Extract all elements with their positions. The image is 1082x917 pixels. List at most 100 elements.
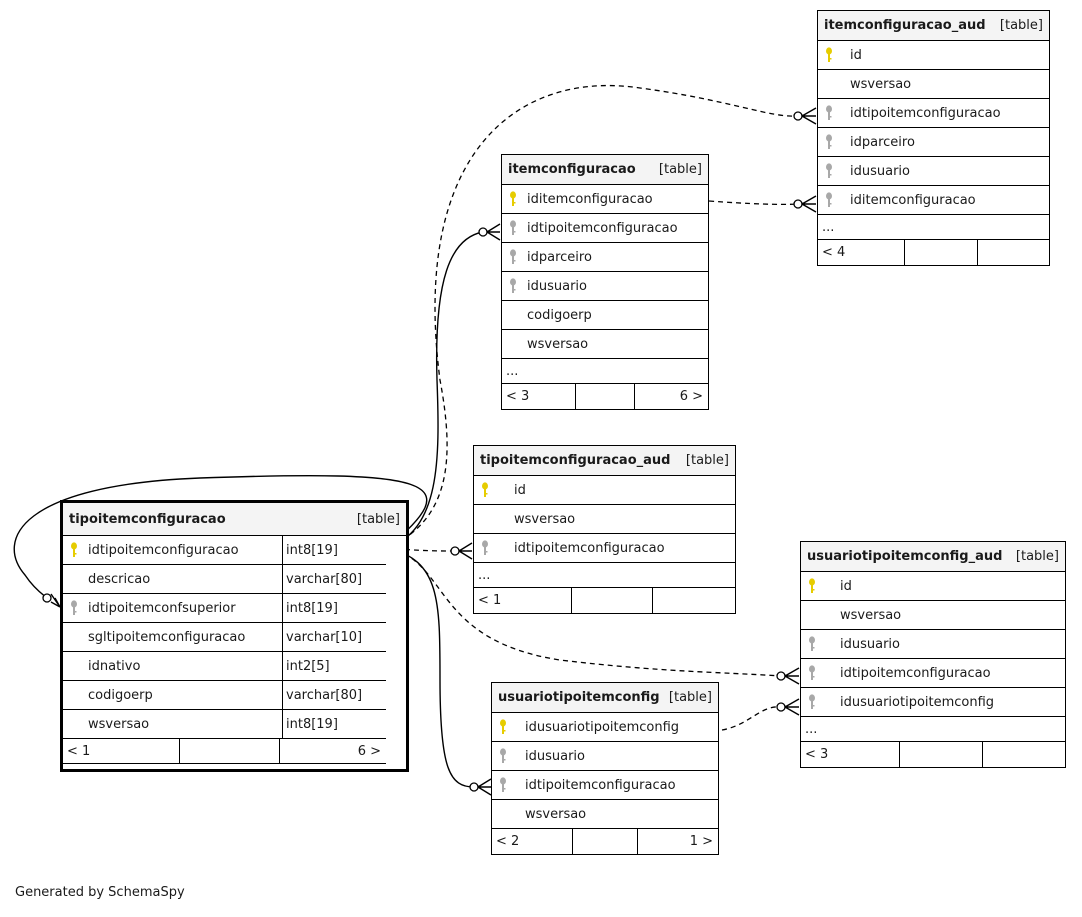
- table-type: [table]: [356, 511, 400, 527]
- column-name: wsversao: [514, 511, 576, 527]
- parents-count[interactable]: < 1: [67, 743, 91, 759]
- table-row[interactable]: iditemconfiguracao: [818, 186, 1049, 215]
- table-row[interactable]: wsversao: [492, 800, 718, 829]
- primary-key-icon: [826, 47, 832, 62]
- table-header[interactable]: usuariotipoitemconfig_aud [table]: [801, 542, 1065, 572]
- column-name: wsversao: [525, 806, 587, 822]
- table-header[interactable]: tipoitemconfiguracao_aud [table]: [474, 446, 735, 476]
- column-name: iditemconfiguracao: [850, 192, 976, 208]
- foreign-key-icon: [826, 163, 832, 178]
- column-type: int8[19]: [282, 594, 386, 622]
- parents-count[interactable]: < 2: [496, 834, 520, 849]
- table-row[interactable]: idparceiro: [502, 243, 708, 272]
- table-row[interactable]: idtipoitemconfiguracao: [818, 99, 1049, 128]
- table-row[interactable]: idtipoitemconfiguracao: [492, 771, 718, 800]
- column-name: idtipoitemconfiguracao: [527, 220, 678, 236]
- edge-end-circle: [793, 199, 803, 209]
- more-columns: ...: [818, 215, 1049, 240]
- table-row[interactable]: idparceiro: [818, 128, 1049, 157]
- table-row[interactable]: idtipoitemconfsuperior int8[19]: [63, 594, 386, 623]
- parents-count[interactable]: < 4: [822, 245, 846, 260]
- column-name: sgltipoitemconfiguracao: [88, 629, 246, 645]
- foreign-key-icon: [71, 600, 77, 615]
- table-row[interactable]: idusuariotipoitemconfig: [801, 688, 1065, 717]
- children-count[interactable]: [653, 588, 735, 613]
- children-count[interactable]: [983, 742, 1065, 767]
- table-row[interactable]: wsversao: [801, 601, 1065, 630]
- table-row[interactable]: idtipoitemconfiguracao: [502, 214, 708, 243]
- table-footer: < 3 6 >: [502, 384, 708, 409]
- table-usuariotipoitemconfig-aud[interactable]: usuariotipoitemconfig_aud [table] id wsv…: [800, 541, 1066, 768]
- primary-key-icon: [510, 191, 516, 206]
- table-row[interactable]: idtipoitemconfiguracao: [474, 534, 735, 563]
- column-type: varchar[80]: [282, 565, 386, 593]
- table-row[interactable]: idusuario: [818, 157, 1049, 186]
- table-tipoitemconfiguracao[interactable]: tipoitemconfiguracao [table] idtipoitemc…: [60, 500, 409, 772]
- table-footer: < 2 1 >: [492, 829, 718, 854]
- children-count[interactable]: [978, 240, 1049, 265]
- edge-self-reference: [13, 474, 428, 599]
- table-row[interactable]: id: [818, 41, 1049, 70]
- table-usuariotipoitemconfig[interactable]: usuariotipoitemconfig [table] idusuariot…: [491, 682, 719, 855]
- table-row[interactable]: idusuario: [492, 742, 718, 771]
- table-row[interactable]: wsversao: [818, 70, 1049, 99]
- table-row[interactable]: wsversao: [474, 505, 735, 534]
- table-row[interactable]: codigoerp: [502, 301, 708, 330]
- table-row[interactable]: idusuario: [502, 272, 708, 301]
- foreign-key-icon: [482, 540, 488, 555]
- table-footer: < 1: [474, 588, 735, 613]
- column-name: idusuariotipoitemconfig: [525, 719, 680, 735]
- parents-count[interactable]: < 3: [805, 747, 829, 762]
- table-name: usuariotipoitemconfig_aud: [807, 549, 1003, 564]
- crows-foot: [50, 593, 61, 608]
- table-row[interactable]: wsversao: [502, 330, 708, 359]
- parents-count[interactable]: < 3: [506, 389, 530, 404]
- primary-key-icon: [482, 482, 488, 497]
- children-count[interactable]: 6 >: [357, 743, 381, 759]
- table-itemconfiguracao[interactable]: itemconfiguracao [table] iditemconfigura…: [501, 154, 709, 410]
- table-itemconfiguracao-aud[interactable]: itemconfiguracao_aud [table] id wsversao…: [817, 10, 1050, 266]
- column-name: wsversao: [88, 716, 150, 732]
- table-header[interactable]: usuariotipoitemconfig [table]: [492, 683, 718, 713]
- column-name: idtipoitemconfiguracao: [88, 542, 239, 558]
- table-row[interactable]: idtipoitemconfiguracao: [801, 659, 1065, 688]
- edge-usuariotipoitemconfig-aud-tipo: [386, 547, 782, 677]
- parents-count[interactable]: < 1: [478, 593, 502, 608]
- foreign-key-icon: [826, 192, 832, 207]
- table-name: tipoitemconfiguracao: [69, 511, 226, 527]
- edge-end-circle: [42, 593, 52, 603]
- table-header[interactable]: tipoitemconfiguracao [table]: [63, 503, 406, 536]
- more-columns: ...: [474, 563, 735, 588]
- table-row[interactable]: id: [801, 572, 1065, 601]
- rows-count: [572, 829, 638, 854]
- table-row[interactable]: iditemconfiguracao: [502, 185, 708, 214]
- table-header[interactable]: itemconfiguracao [table]: [502, 155, 708, 185]
- table-row[interactable]: idusuario: [801, 630, 1065, 659]
- edge-end-circle: [469, 782, 479, 792]
- rows-count: [571, 588, 653, 613]
- foreign-key-icon: [826, 105, 832, 120]
- column-name: idtipoitemconfsuperior: [88, 600, 236, 616]
- crows-foot: [477, 778, 492, 796]
- table-row[interactable]: idusuariotipoitemconfig: [492, 713, 718, 742]
- crows-foot: [801, 195, 817, 213]
- crows-foot: [784, 667, 800, 685]
- crows-foot: [784, 698, 800, 716]
- table-type: [table]: [685, 453, 729, 468]
- table-row[interactable]: id: [474, 476, 735, 505]
- edge-end-circle: [776, 702, 786, 712]
- crows-foot: [801, 107, 817, 125]
- column-type: int2[5]: [282, 652, 386, 680]
- table-header[interactable]: itemconfiguracao_aud [table]: [818, 11, 1049, 41]
- edge-end-circle: [793, 111, 803, 121]
- table-tipoitemconfiguracao-aud[interactable]: tipoitemconfiguracao_aud [table] id wsve…: [473, 445, 736, 614]
- children-count[interactable]: 6 >: [679, 389, 703, 404]
- children-count[interactable]: 1 >: [689, 834, 713, 849]
